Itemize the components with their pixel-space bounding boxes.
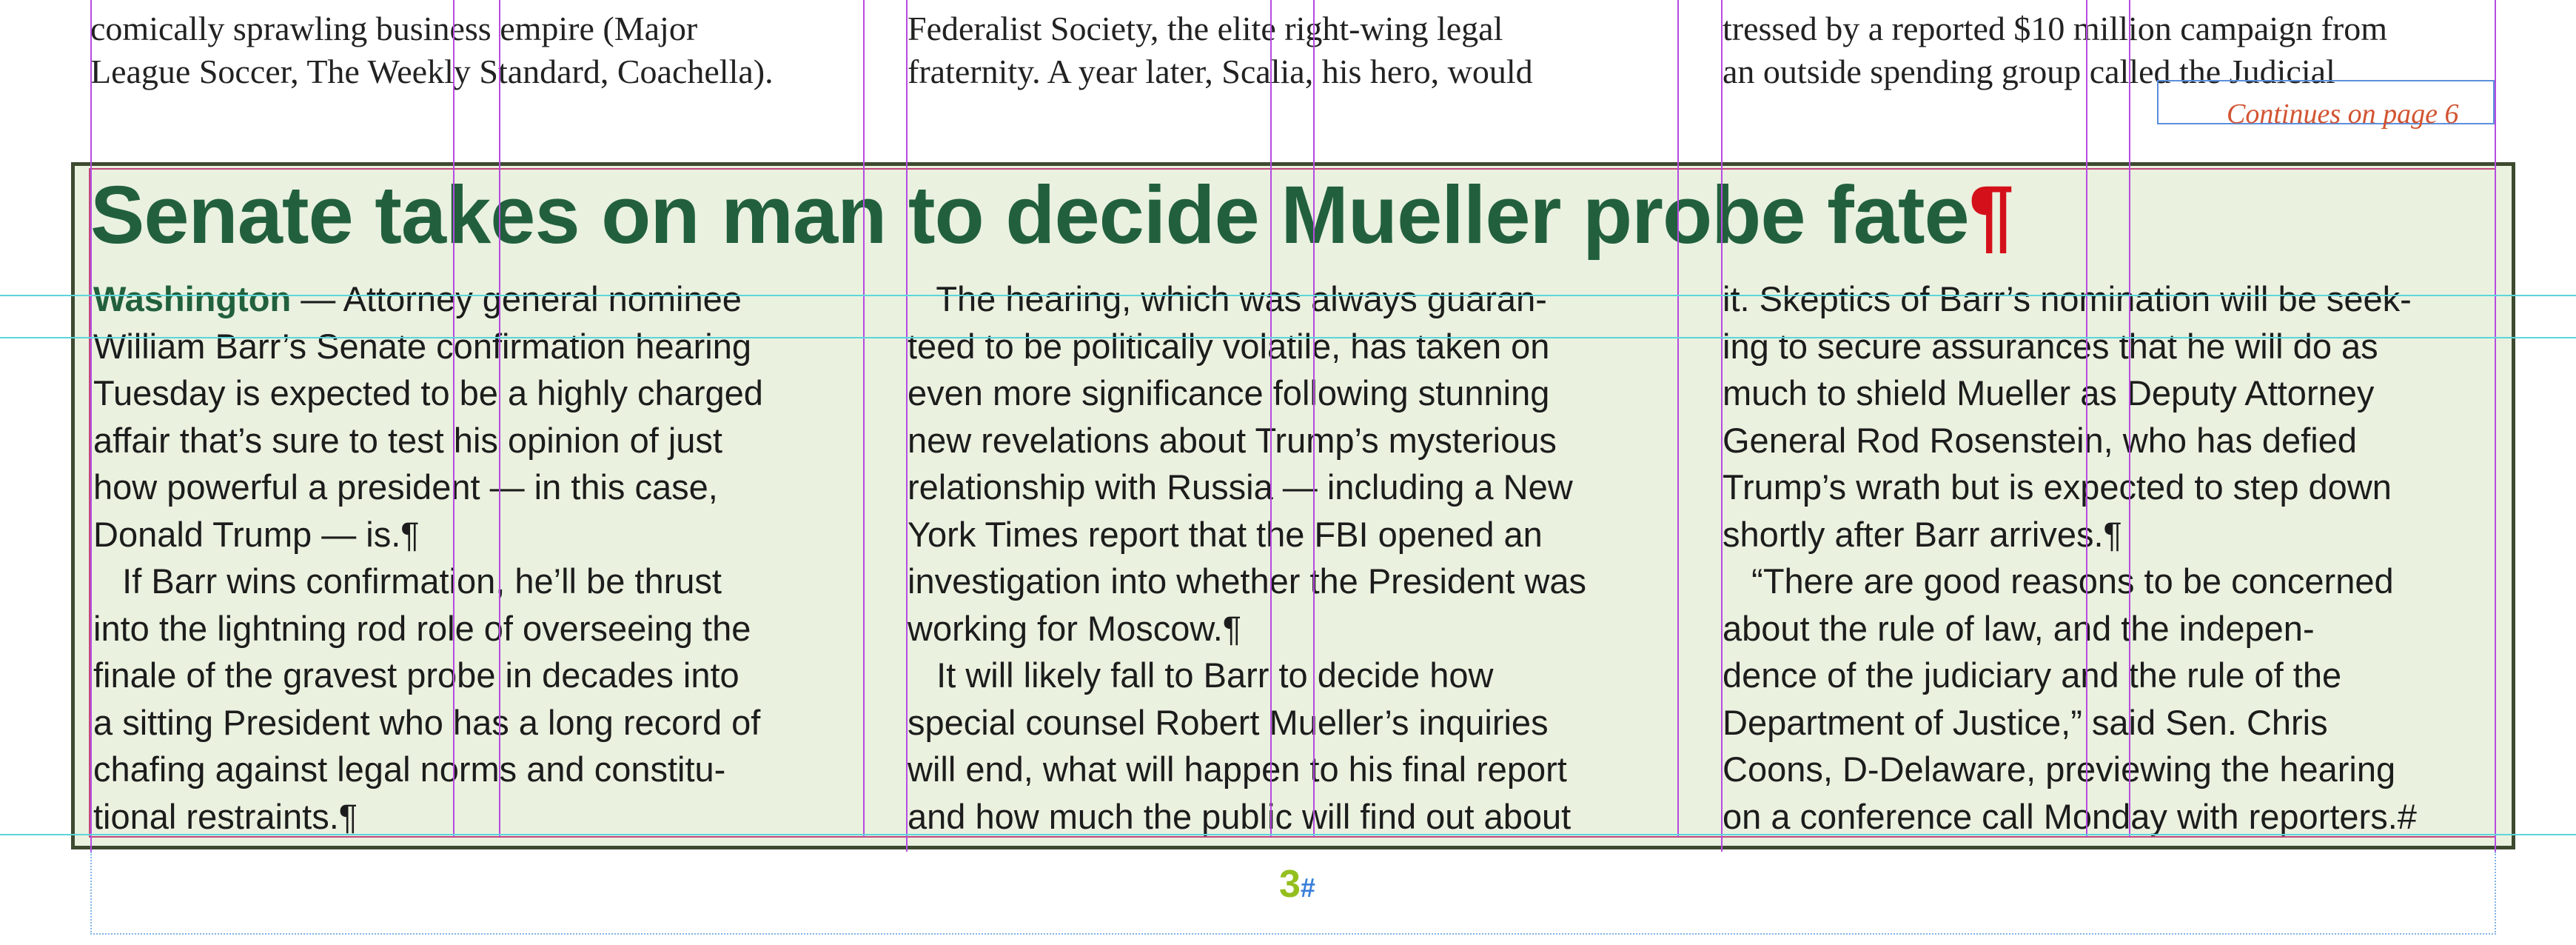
text-line: ing to secure assurances that he will do… [1723, 326, 2378, 366]
column-guide[interactable] [1313, 0, 1315, 837]
hash-icon: # [1300, 872, 1315, 903]
column-guide[interactable] [1270, 0, 1272, 837]
text-line: comically sprawling business empire (Maj… [90, 10, 698, 47]
column-guide[interactable] [499, 0, 500, 837]
text-line: Washington — Attorney general nominee [93, 276, 763, 323]
text-line: League Soccer, The Weekly Standard, Coac… [90, 53, 774, 90]
text-line: an outside spending group called the Jud… [1723, 53, 2335, 90]
text-line: investigation into whether the President… [908, 561, 1587, 601]
prev-story-column-2: Federalist Society, the elite right-wing… [908, 0, 1533, 93]
text-line: The hearing, which was always guaran- [908, 279, 1547, 318]
folio-frame[interactable] [90, 852, 2496, 935]
prev-story-column-1: comically sprawling business empire (Maj… [90, 0, 774, 93]
text-line: on a conference call Monday with reporte… [1723, 796, 2417, 836]
text-line: relationship with Russia — including a N… [908, 467, 1573, 507]
page-number-text: 3 [1279, 863, 1301, 906]
prev-story-column-3: tressed by a reported $10 million campai… [1723, 0, 2387, 93]
text-line: special counsel Robert Mueller’s inquiri… [908, 702, 1549, 742]
text-line: tressed by a reported $10 million campai… [1723, 10, 2388, 47]
horizontal-guide[interactable] [0, 834, 2576, 835]
text-line: will end, what will happen to his final … [908, 749, 1567, 789]
column-guide[interactable] [1677, 0, 1679, 837]
column-guide[interactable] [2129, 0, 2130, 837]
text-line: it. Skeptics of Barr’s nomination will b… [1723, 279, 2412, 318]
text-line: and how much the public will find out ab… [908, 796, 1572, 836]
text-line: Coons, D-Delaware, previewing the hearin… [1723, 749, 2396, 789]
text-line: much to shield Mueller as Deputy Attorne… [1723, 373, 2375, 413]
pilcrow-icon: ¶ [1968, 170, 2014, 261]
text-line: working for Moscow.¶ [908, 608, 1241, 648]
text-line: Donald Trump — is.¶ [93, 514, 420, 554]
column-guide[interactable] [906, 0, 908, 852]
column-guide[interactable] [863, 0, 865, 837]
text-run: — Attorney general nominee [291, 279, 742, 318]
headline[interactable]: Senate takes on man to decide Mueller pr… [90, 167, 2014, 264]
text-line: affair that’s sure to test his opinion o… [93, 420, 722, 460]
text-line: chafing against legal norms and constitu… [93, 749, 726, 789]
horizontal-guide[interactable] [0, 337, 2576, 338]
headline-text: Senate takes on man to decide Mueller pr… [90, 170, 1970, 261]
dateline: Washington [93, 279, 292, 318]
text-line: even more significance following stunnin… [908, 373, 1550, 413]
text-line: Department of Justice,” said Sen. Chris [1723, 702, 2328, 742]
story-box[interactable] [71, 162, 2515, 849]
jump-line-frame[interactable] [2157, 80, 2495, 124]
jump-line-text: Continues on page 6 [2227, 98, 2459, 130]
text-line: finale of the gravest probe in decades i… [93, 655, 739, 695]
column-guide[interactable] [2086, 0, 2087, 837]
text-line: General Rod Rosenstein, who has defied [1723, 420, 2357, 460]
text-line: how powerful a president — in this case, [93, 467, 718, 507]
text-line: “There are good reasons to be concerned [1723, 561, 2394, 601]
story-column-1[interactable]: Washington — Attorney general nominee Wi… [93, 276, 763, 840]
text-line: William Barr’s Senate confirmation heari… [93, 326, 752, 366]
text-line: fraternity. A year later, Scalia, his he… [908, 53, 1533, 90]
horizontal-guide[interactable] [0, 295, 2576, 296]
text-line: Federalist Society, the elite right-wing… [908, 10, 1503, 47]
text-line: tional restraints.¶ [93, 796, 358, 836]
text-line: shortly after Barr arrives.¶ [1723, 514, 2122, 554]
text-line: dence of the judiciary and the rule of t… [1723, 655, 2342, 695]
text-line: Trump’s wrath but is expected to step do… [1723, 467, 2392, 507]
story-column-3[interactable]: it. Skeptics of Barr’s nomination will b… [1723, 276, 2417, 840]
column-guide[interactable] [1721, 0, 1723, 852]
story-column-2[interactable]: The hearing, which was always guaran- te… [908, 276, 1586, 840]
text-line: If Barr wins confirmation, he’ll be thru… [93, 561, 722, 601]
text-line: into the lightning rod role of overseein… [93, 608, 751, 648]
column-guide[interactable] [453, 0, 455, 837]
text-line: teed to be politically volatile, has tak… [908, 326, 1550, 366]
text-line: It will likely fall to Barr to decide ho… [908, 655, 1494, 695]
text-line: a sitting President who has a long recor… [93, 702, 761, 742]
text-line: new revelations about Trump’s mysterious [908, 420, 1557, 460]
page-number[interactable]: 3# [1279, 862, 1315, 906]
text-line: York Times report that the FBI opened an [908, 514, 1543, 554]
text-line: about the rule of law, and the indepen- [1723, 608, 2315, 648]
column-guide[interactable] [90, 0, 92, 852]
text-line: Tuesday is expected to be a highly charg… [93, 373, 763, 413]
column-guide[interactable] [2495, 0, 2496, 852]
